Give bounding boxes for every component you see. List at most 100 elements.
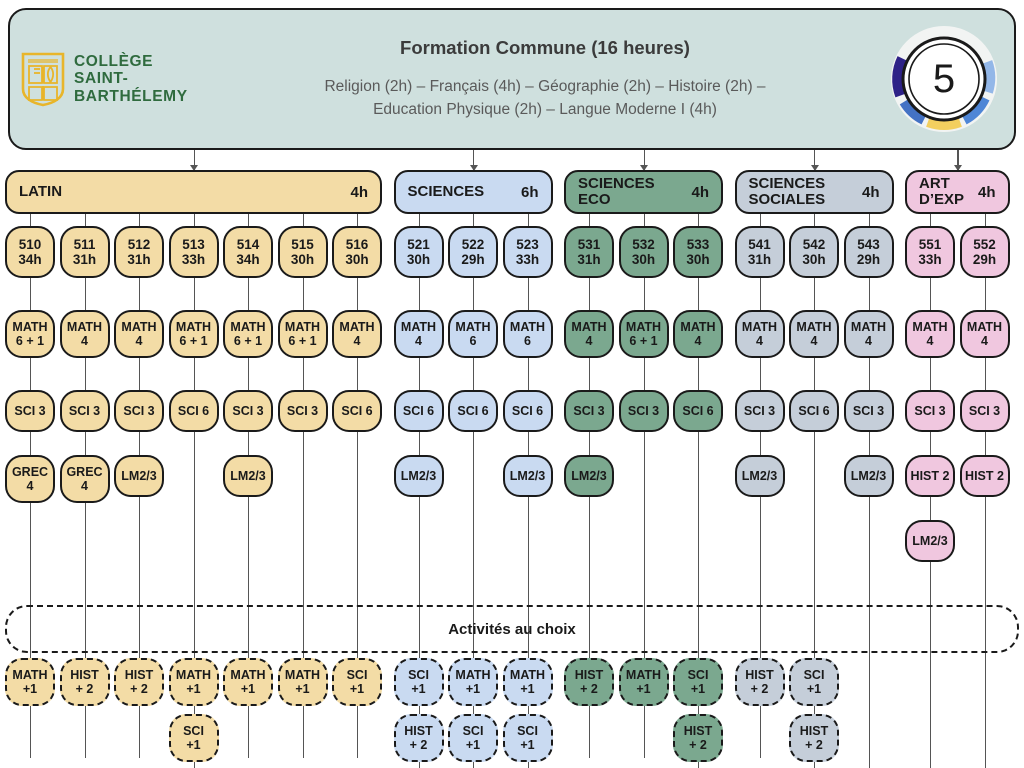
course-bubble[interactable]: LM2/3 [734,455,785,497]
course-bubble[interactable]: SCI 3 [618,390,669,432]
formation-commune-subjects-line-2: Education Physique (2h) – Langue Moderne… [373,101,717,118]
course-bubble[interactable]: SCI 3 [114,390,164,432]
activity-bubble[interactable]: SCI+1 [168,714,219,762]
activity-bubble[interactable]: SCI+1 [448,714,498,762]
course-subject: MATH [625,320,662,334]
course-bubble[interactable]: SCI 6 [332,390,382,432]
activity-bubble[interactable]: MATH+1 [5,658,55,706]
activity-bubble[interactable]: HIST+ 2 [789,714,839,762]
activity-bubble[interactable]: HIST+ 2 [393,714,444,762]
course-bubble[interactable]: LM2/3 [564,455,614,497]
activity-bubble[interactable]: MATH+1 [277,658,328,706]
activity-bubble[interactable]: HIST+ 2 [564,658,614,706]
course-bubble[interactable]: LM2/3 [393,455,444,497]
course-bubble[interactable]: SCI 3 [277,390,328,432]
course-bubble[interactable]: HIST 2 [959,455,1010,497]
course-bubble[interactable]: SCI 6 [448,390,498,432]
course-subject: GREC [66,465,103,479]
course-bubble[interactable]: HIST 2 [905,455,955,497]
activity-bubble[interactable]: SCI+1 [502,714,553,762]
course-bubble[interactable]: SCI 3 [564,390,614,432]
activity-bubble[interactable]: HIST+ 2 [114,658,164,706]
course-bubble[interactable]: SCI 3 [223,390,273,432]
course-bubble[interactable]: SCI 3 [843,390,894,432]
course-bubble[interactable]: LM2/3 [502,455,553,497]
course-bubble[interactable]: LM2/3 [905,520,955,562]
activity-bubble[interactable]: HIST+ 2 [673,714,723,762]
activity-bubble[interactable]: HIST+ 2 [734,658,785,706]
course-bubble[interactable]: LM2/3 [223,455,273,497]
activity-bubble[interactable]: SCI+1 [789,658,839,706]
course-bubble[interactable]: LM2/3 [843,455,894,497]
activity-bubble[interactable]: MATH+1 [448,658,498,706]
activity-bubble[interactable]: HIST+ 2 [59,658,110,706]
course-bubble[interactable]: SCI 6 [393,390,444,432]
course-bubble[interactable]: SCI 6 [168,390,219,432]
activity-bubble[interactable]: MATH+1 [618,658,669,706]
course-bubble[interactable]: SCI 3 [959,390,1010,432]
course-bubble[interactable]: SCI 3 [5,390,55,432]
course-bubble[interactable]: SCI 6 [673,390,723,432]
course-bubble[interactable]: SCI 6 [502,390,553,432]
course-subject: MATH [966,320,1003,334]
activity-subject: HIST [745,668,774,682]
activity-bubble[interactable]: SCI+1 [393,658,444,706]
course-bubble[interactable]: SCI 6 [789,390,839,432]
course-bubble[interactable]: SCI 3 [59,390,110,432]
activity-bubble[interactable]: MATH+1 [502,658,553,706]
activity-bubble[interactable]: MATH+1 [223,658,273,706]
course-hours: 31h [72,252,97,267]
course-bubble[interactable]: SCI 3 [734,390,785,432]
activity-bubble[interactable]: MATH+1 [168,658,219,706]
course-bubble[interactable]: SCI 3 [905,390,955,432]
course-bubble[interactable]: LM2/3 [114,455,164,497]
activity-bubble[interactable]: SCI+1 [332,658,382,706]
activity-bubble[interactable]: SCI+1 [673,658,723,706]
activity-subject: SCI [346,668,368,682]
